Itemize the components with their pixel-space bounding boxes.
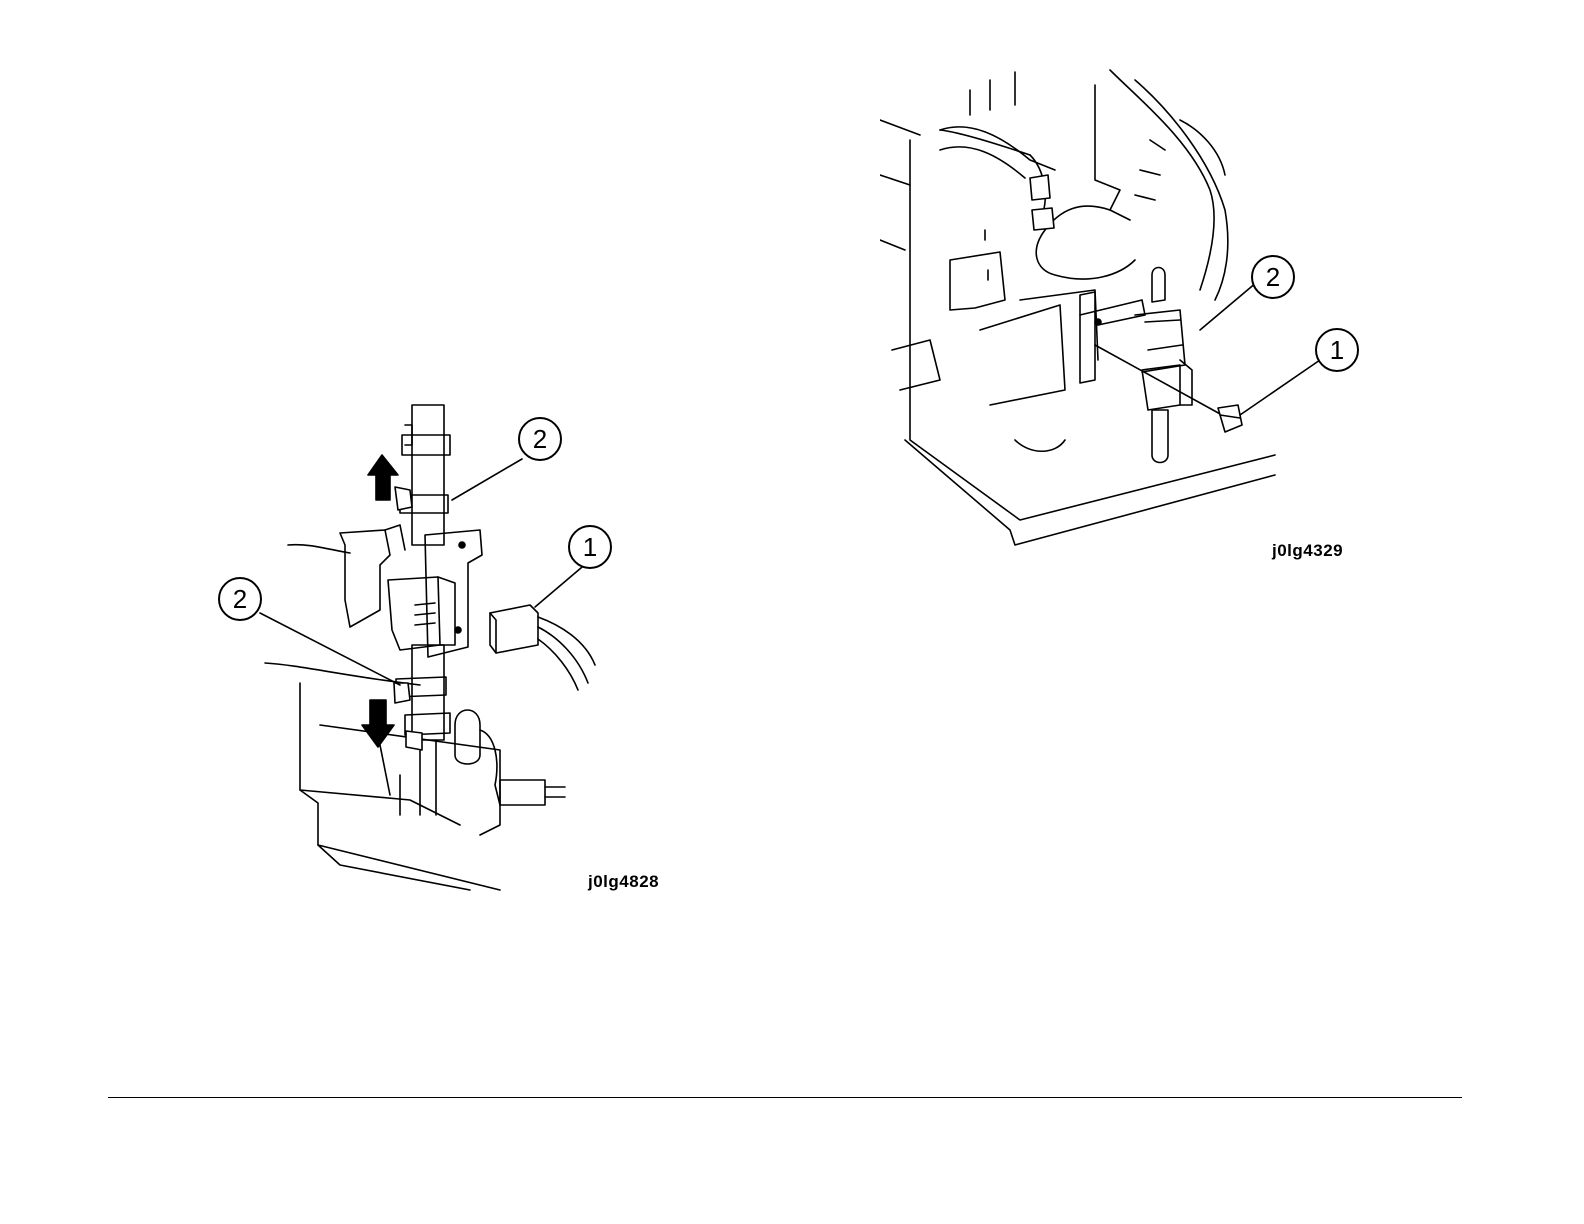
figure-id-label: j0lg4828 [588,872,659,892]
callout-2-lower: 2 [218,577,262,621]
valve-install-drawing [880,60,1380,580]
footer-rule [108,1097,1462,1098]
figure-left-illustration: 2 1 2 j0lg4828 [200,395,680,905]
figure-id-label: j0lg4329 [1272,541,1343,561]
callout-1: 1 [568,525,612,569]
figure-right-illustration: 2 1 j0lg4329 [880,60,1380,580]
callout-2: 2 [1251,255,1295,299]
valve-removal-drawing [200,395,680,905]
callout-2-upper: 2 [518,417,562,461]
callout-1: 1 [1315,328,1359,372]
